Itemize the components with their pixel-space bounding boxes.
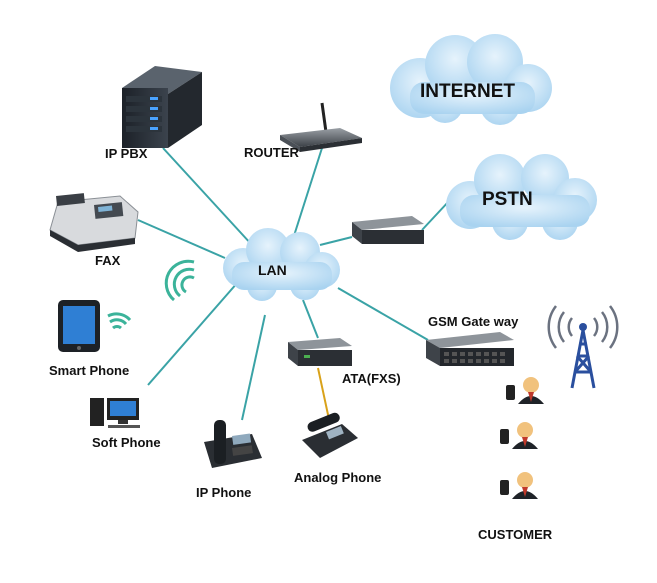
ata-device-icon [288, 338, 352, 366]
pstn-label: PSTN [482, 189, 533, 210]
desktop-computer-icon [90, 398, 140, 428]
links [137, 147, 451, 421]
link-analog-phone [317, 367, 331, 425]
lan-cloud [223, 228, 340, 301]
gateway-device-icon [352, 216, 424, 244]
internet-label: INTERNET [420, 81, 515, 102]
link-wan-device [319, 236, 353, 246]
wireless-icon [164, 259, 195, 302]
smartphone-wireless-icon [107, 312, 132, 330]
analog-phone-label: Analog Phone [294, 470, 381, 485]
router-label: ROUTER [244, 145, 300, 160]
gsm-gateway-label: GSM Gate way [428, 314, 519, 329]
link-ip-phone [241, 314, 266, 421]
analog-phone-icon [302, 412, 358, 458]
ata-label: ATA(FXS) [342, 371, 401, 386]
customer-icon [500, 422, 538, 449]
ip-pbx-label: IP PBX [105, 146, 148, 161]
ip-phone-label: IP Phone [196, 485, 251, 500]
server-icon [122, 66, 202, 148]
gsm-gateway-icon [426, 332, 514, 366]
lan-label: LAN [258, 262, 287, 278]
pstn-cloud [446, 154, 597, 240]
link-ip-pbx [162, 147, 253, 246]
link-fax [137, 219, 226, 259]
internet-cloud [390, 34, 552, 125]
customer-label: CUSTOMER [478, 527, 553, 542]
fax-icon [49, 193, 139, 252]
link-router [291, 147, 323, 243]
ip-phone-icon [204, 420, 262, 468]
link-ata [302, 299, 319, 339]
smartphone-icon [58, 300, 100, 352]
link-gsm [337, 287, 429, 341]
customer-icon [506, 377, 544, 404]
smart-phone-label: Smart Phone [49, 363, 129, 378]
customer-icon [500, 472, 538, 499]
soft-phone-label: Soft Phone [92, 435, 161, 450]
link-smart-phone [147, 281, 239, 386]
router-icon [280, 102, 362, 152]
cell-tower-icon [547, 305, 619, 389]
link-pstn [421, 199, 451, 231]
fax-label: FAX [95, 253, 121, 268]
